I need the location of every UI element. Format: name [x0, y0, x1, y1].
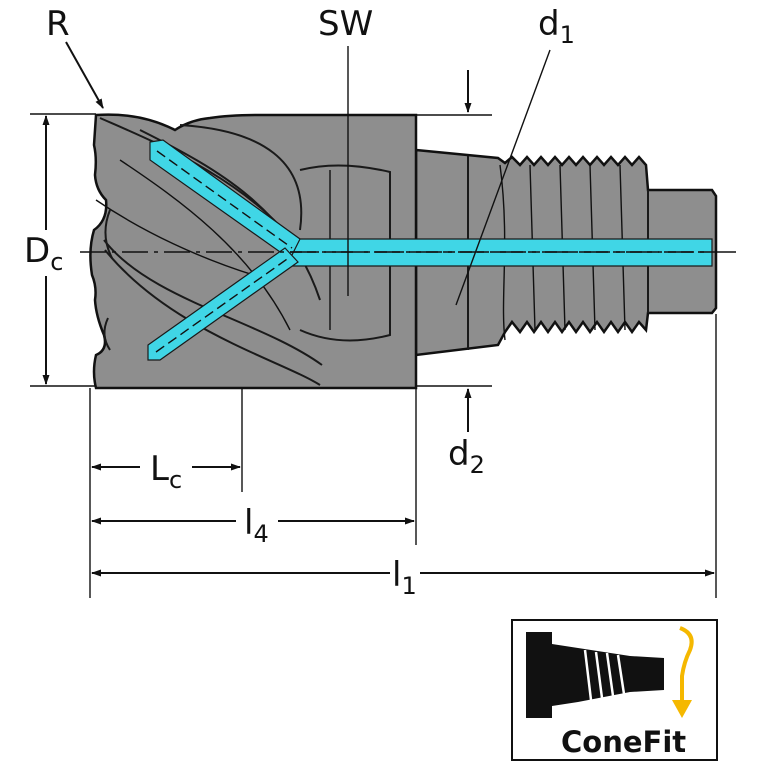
badge-text: ConeFit	[561, 725, 686, 759]
conefit-badge: ConeFit	[511, 619, 718, 761]
label-lc: Lc	[150, 449, 182, 494]
label-wrench-size: SW	[318, 4, 373, 44]
label-d1: d1	[538, 4, 575, 49]
rotate-arrow-icon	[672, 626, 694, 718]
dimension-lines	[30, 41, 717, 598]
label-l1: l1	[392, 555, 417, 600]
coolant-channels	[147, 139, 713, 361]
label-radius: R	[46, 4, 70, 44]
label-d2: d2	[448, 434, 485, 479]
label-dc: Dc	[24, 231, 63, 276]
label-l4: l4	[244, 503, 269, 548]
cone-thread-icon	[526, 632, 664, 718]
